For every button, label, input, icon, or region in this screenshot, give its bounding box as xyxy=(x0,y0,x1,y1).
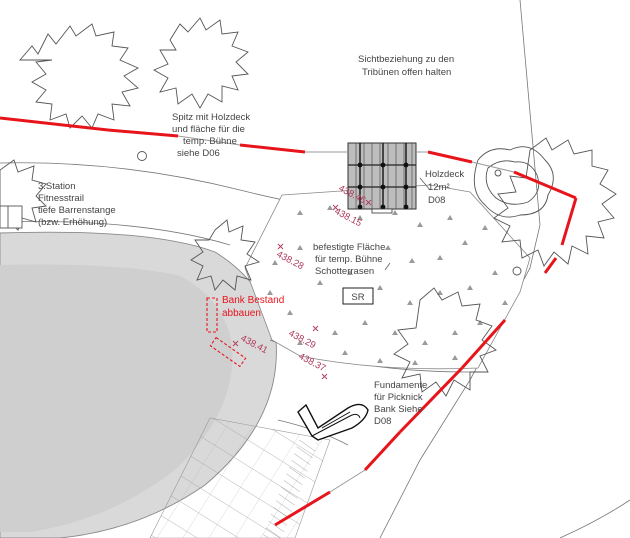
lawn-inner xyxy=(0,264,233,532)
elevation-markers xyxy=(232,199,372,380)
path-edge-6 xyxy=(559,499,630,538)
tree-canopy-small-right-inner xyxy=(485,160,540,205)
label-spitz-1: Spitz mit Holzdeck xyxy=(172,112,250,123)
label-fundamente-3: Bank Siehe xyxy=(374,404,423,415)
sr-box-label: SR xyxy=(351,292,364,303)
tree-trunk-1 xyxy=(137,151,147,161)
existing-bench-2 xyxy=(209,336,247,368)
label-station-2: Fitnesstrail xyxy=(38,193,84,204)
label-fundamente-1: Fundamente xyxy=(374,380,427,391)
tree-trunk-2 xyxy=(512,266,522,276)
tree-canopy-center xyxy=(190,219,261,291)
hatched-strip xyxy=(262,438,318,538)
label-spitz-4: siehe D06 xyxy=(177,148,220,159)
label-station-1: 3.Station xyxy=(38,181,76,192)
tree-trunk-3 xyxy=(494,169,502,177)
gravel-surface xyxy=(244,184,531,370)
red-boundary xyxy=(0,116,578,527)
leader-holzdeck xyxy=(419,177,431,191)
label-sichtbeziehung-2: Tribünen offen halten xyxy=(362,67,451,78)
tree-canopy-top-mid xyxy=(152,17,249,109)
label-holzdeck-3: D08 xyxy=(428,195,445,206)
gravel-triangles xyxy=(267,205,508,365)
label-sichtbeziehung-1: Sichtbeziehung zu den xyxy=(358,54,454,65)
sr-box xyxy=(342,287,374,305)
grey-connector-lines xyxy=(177,135,515,493)
label-spitz-2: und fläche für die xyxy=(172,124,245,135)
tree-canopy-right xyxy=(493,137,617,267)
tree-canopy-small-right xyxy=(473,146,554,218)
tree-canopy-bottom-right xyxy=(393,287,497,397)
leader-flaeche xyxy=(384,262,391,271)
wooden-deck xyxy=(347,142,417,214)
label-station-4: (bzw. Erhöhung) xyxy=(38,217,107,228)
label-bank-1: Bank Bestand xyxy=(222,295,284,306)
label-spitz-3: temp. Bühne xyxy=(183,136,237,147)
label-station-3: tiefe Barrenstange xyxy=(38,205,116,216)
label-holzdeck-2: 12m² xyxy=(428,182,450,193)
label-flaeche-1: befestigte Fläche xyxy=(313,242,385,253)
existing-bench xyxy=(206,297,218,333)
tree-canopy-top-left xyxy=(19,23,139,129)
label-holzdeck-1: Holzdeck xyxy=(425,169,464,180)
label-fundamente-2: für Picknick xyxy=(374,392,423,403)
label-flaeche-2: für temp. Bühne xyxy=(315,254,383,265)
label-bank-2: abbauen xyxy=(222,308,261,319)
fitness-bar xyxy=(0,205,23,229)
label-fundamente-4: D08 xyxy=(374,416,391,427)
label-flaeche-3: Schotterrasen xyxy=(315,266,374,277)
picnic-bench xyxy=(297,403,369,441)
